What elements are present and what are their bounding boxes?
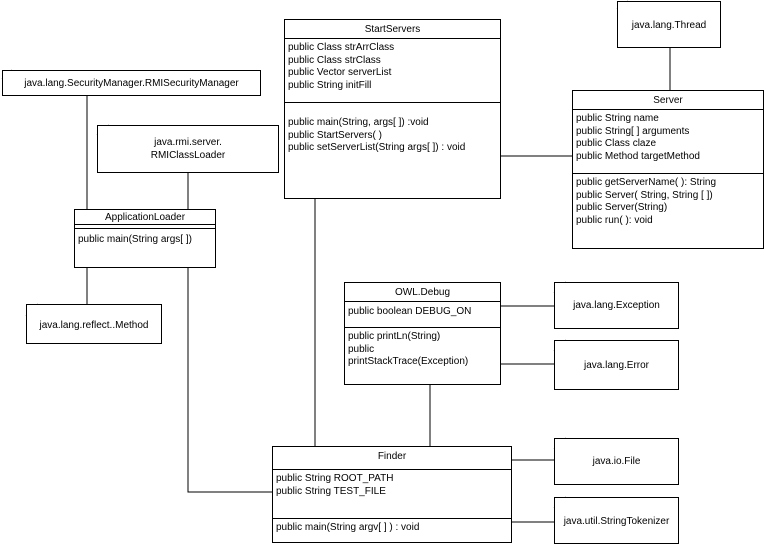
attributes-section: public Class strArrClass public Class st… [285, 38, 500, 102]
attribute: public String ROOT_PATH [276, 473, 394, 484]
note-text: java.io.File [592, 456, 641, 467]
class-startservers: StartServers public Class strArrClass pu… [284, 19, 501, 199]
note-text: java.lang.Thread [631, 20, 707, 31]
method: public [348, 343, 375, 355]
attribute: public String TEST_FILE [276, 485, 386, 497]
method: public StartServers( ) [288, 129, 382, 141]
class-name: ApplicationLoader [104, 212, 186, 223]
note-string-tokenizer: java.util.StringTokenizer [554, 497, 679, 544]
method: printStackTrace(Exception) [348, 356, 469, 367]
note-text: java.util.StringTokenizer [563, 516, 670, 527]
note-text-line: RMIClassLoader [150, 150, 226, 161]
note-rmi-classloader: java.rmi.server. RMIClassLoader [97, 125, 279, 173]
method: public setServerList(String args[ ]) : v… [288, 142, 466, 153]
note-text: java.lang.Error [583, 360, 650, 371]
attributes-section [75, 224, 215, 228]
attribute: public String name [576, 113, 659, 124]
note-security-manager: java.lang.SecurityManager.RMISecurityMan… [2, 70, 261, 96]
method: public main(String argv[ ] ) : void [276, 522, 420, 533]
class-name: StartServers [364, 24, 421, 35]
class-owl-debug: OWL.Debug public boolean DEBUG_ON public… [344, 282, 501, 385]
class-name: OWL.Debug [394, 287, 451, 298]
attribute: public Class claze [576, 138, 657, 149]
method: public run( ): void [576, 214, 653, 226]
method: public Server( String, String [ ]) [576, 189, 713, 201]
note-java-io-file: java.io.File [554, 438, 679, 485]
attribute: public Vector serverList [288, 67, 392, 78]
note-java-lang-exception: java.lang.Exception [554, 282, 679, 329]
methods-section: public main(String argv[ ] ) : void [273, 518, 511, 538]
class-server: Server public String name public String[… [572, 90, 764, 249]
attributes-section: public boolean DEBUG_ON [345, 301, 500, 327]
note-java-lang-error: java.lang.Error [554, 340, 679, 390]
method: public main(String args[ ]) [78, 234, 192, 245]
class-applicationloader: ApplicationLoader public main(String arg… [74, 209, 216, 268]
attributes-section: public String name public String[ ] argu… [573, 109, 763, 173]
attribute: public boolean DEBUG_ON [348, 306, 472, 317]
methods-section: public main(String args[ ]) [75, 228, 215, 250]
attributes-section: public String ROOT_PATH public String TE… [273, 469, 511, 518]
method: public Server(String) [576, 202, 668, 213]
methods-section: public main(String, args[ ]) :void publi… [285, 102, 500, 158]
class-finder: Finder public String ROOT_PATH public St… [272, 446, 512, 543]
method: public printLn(String) [348, 331, 441, 342]
note-reflect-method: java.lang.reflect..Method [26, 304, 162, 344]
note-text-line: java.rmi.server. [154, 137, 222, 148]
attribute: public Method targetMethod [576, 150, 700, 162]
note-java-lang-thread: java.lang.Thread [617, 1, 721, 48]
attribute: public Class strArrClass [288, 42, 395, 53]
note-text: java.lang.reflect..Method [39, 320, 149, 331]
class-name: Server [653, 95, 683, 106]
method: public getServerName( ): String [576, 177, 717, 188]
note-text: java.lang.Exception [573, 300, 660, 311]
attribute: public Class strClass [288, 54, 381, 66]
connector-apploader-finder [187, 268, 272, 493]
methods-section: public getServerName( ): String public S… [573, 173, 763, 230]
method: public main(String, args[ ]) :void [288, 117, 429, 128]
note-text: java.lang.SecurityManager.RMISecurityMan… [24, 78, 239, 89]
attribute: public String[ ] arguments [576, 125, 690, 137]
class-name: Finder [377, 451, 407, 462]
attribute: public String initFill [288, 79, 372, 91]
methods-section: public printLn(String) public printStack… [345, 327, 500, 372]
